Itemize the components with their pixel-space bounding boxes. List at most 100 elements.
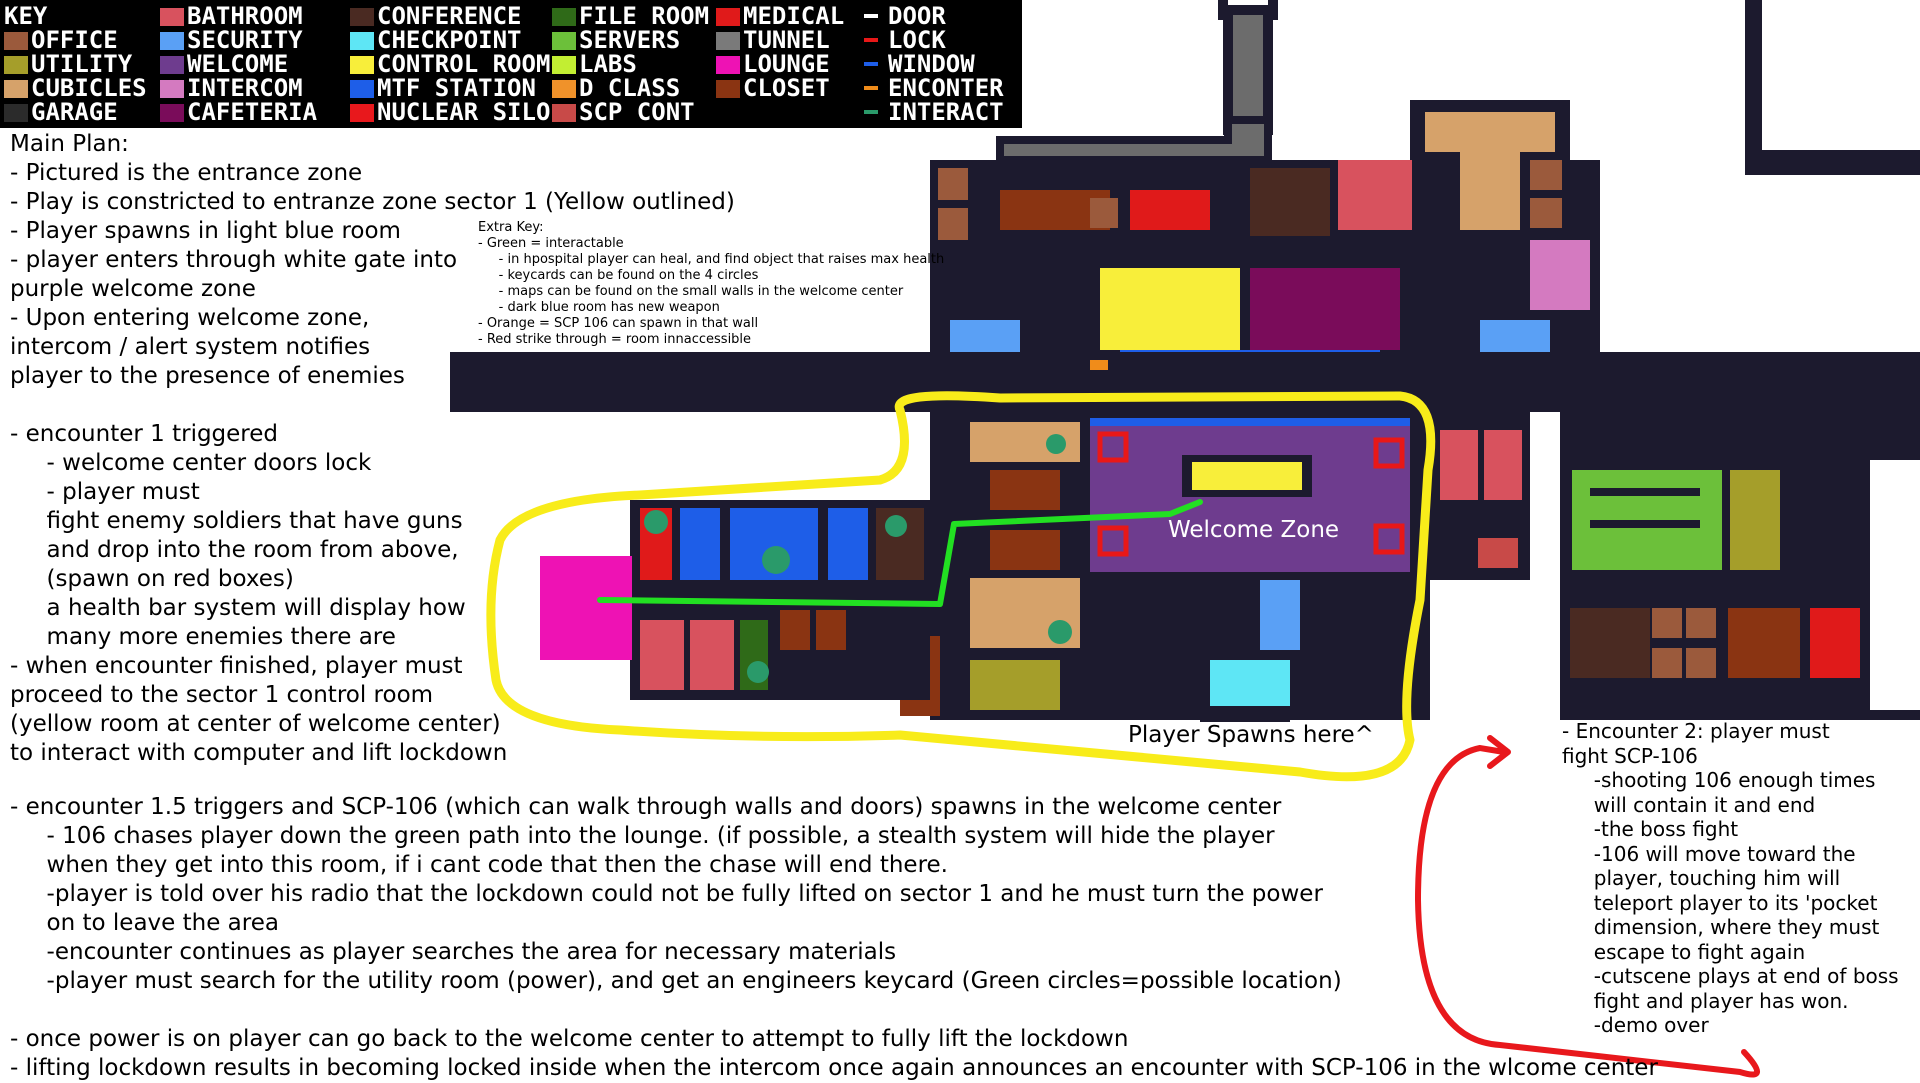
closet-right <box>1728 608 1800 678</box>
key-entry: INTERCOM <box>160 76 303 100</box>
key-swatch <box>350 56 374 74</box>
key-label: MEDICAL <box>743 2 845 30</box>
text-line: and drop into the room from above, <box>10 537 459 563</box>
key-entry: MTF STATION <box>350 76 536 100</box>
key-swatch <box>864 62 878 66</box>
key-swatch <box>716 8 740 26</box>
text-line: purple welcome zone <box>10 276 256 302</box>
main-corridor <box>450 352 1920 412</box>
text-line: fight enemy soldiers that have guns <box>10 508 463 534</box>
text-line: (spawn on red boxes) <box>10 566 294 592</box>
office-small-2 <box>1530 198 1562 228</box>
key-label: INTERACT <box>888 98 1004 126</box>
key-label: WELCOME <box>187 50 289 78</box>
text-line: -demo over <box>1562 1013 1709 1037</box>
text-line: proceed to the sector 1 control room <box>10 682 434 708</box>
intercom-room <box>1530 240 1590 310</box>
enemy-spawn-box-1 <box>1097 431 1129 463</box>
cafeteria-room <box>1250 268 1400 350</box>
key-swatch <box>350 80 374 98</box>
key-swatch <box>716 32 740 50</box>
medical-right <box>1810 608 1860 678</box>
key-entry: MEDICAL <box>716 4 844 28</box>
key-label: LOCK <box>888 26 946 54</box>
top-right-block-inner <box>1762 0 1920 150</box>
text-line: - Pictured is the entrance zone <box>10 160 363 186</box>
text-line: - 106 chases player down the green path … <box>10 823 1275 849</box>
key-swatch <box>864 110 878 114</box>
encounter-arrow-head <box>1487 735 1511 769</box>
key-entry: NUCLEAR SILO <box>350 100 550 124</box>
scp-cont-small <box>1478 538 1518 568</box>
key-swatch <box>350 104 374 122</box>
text-line: - Green = interactable <box>478 236 624 251</box>
text-line: teleport player to its 'pocket <box>1562 890 1878 915</box>
text-line: - in hpospital player can heal, and find… <box>478 252 945 267</box>
key-swatch <box>864 14 878 18</box>
key-entry: FILE ROOM <box>552 4 709 28</box>
key-label: OFFICE <box>31 26 118 54</box>
office-left-1 <box>938 168 968 200</box>
keycard-circle-1 <box>1046 434 1066 454</box>
text-line: - player must <box>10 479 200 505</box>
text-line: fight and player has won. <box>1562 988 1849 1013</box>
key-swatch <box>552 80 576 98</box>
keycard-circle-5 <box>1048 620 1072 644</box>
key-label: CONFERENCE <box>377 2 522 30</box>
key-entry: WINDOW <box>860 52 975 76</box>
text-line: -cutscene plays at end of boss <box>1562 964 1899 988</box>
key-swatch <box>350 32 374 50</box>
text-line: - encounter 1 triggered <box>10 421 279 447</box>
utility-room <box>970 660 1060 710</box>
key-label: SCP CONT <box>579 98 695 126</box>
text-line: when they get into this room, if i cant … <box>10 852 948 878</box>
text-line: Extra Key: <box>478 220 544 235</box>
welcome-window <box>1090 418 1410 426</box>
cubicles-t-stem <box>1460 150 1520 230</box>
key-entry: SERVERS <box>552 28 680 52</box>
sector-1-outline <box>486 391 1436 782</box>
key-entry: UTILITY <box>4 52 132 76</box>
key-entry: WELCOME <box>160 52 288 76</box>
bathroom-right-2 <box>1484 430 1522 500</box>
text-line <box>10 391 735 420</box>
key-label: LABS <box>579 50 637 78</box>
key-swatch <box>4 56 28 74</box>
key-title: KEY <box>4 2 48 30</box>
key-label: CUBICLES <box>31 74 147 102</box>
text-line: - dark blue room has new weapon <box>478 300 720 315</box>
text-line: player, touching him will <box>1562 866 1841 890</box>
office-r3 <box>1652 648 1682 678</box>
security-left <box>950 320 1020 356</box>
security-spawn <box>1260 580 1300 650</box>
text-line: -shooting 106 enough times <box>1562 768 1876 792</box>
key-label: D CLASS <box>579 74 681 102</box>
key-swatch <box>4 32 28 50</box>
bathroom-right-1 <box>1440 430 1478 500</box>
key-swatch <box>864 86 878 90</box>
key-swatch <box>160 104 184 122</box>
key-entry: CONTROL ROOM <box>350 52 550 76</box>
office-tiny <box>1090 198 1118 228</box>
keycard-circle-3 <box>762 546 790 574</box>
key-label: LOUNGE <box>743 50 830 78</box>
text-line: many more enemies there are <box>10 624 396 650</box>
key-label: MTF STATION <box>377 74 536 102</box>
bathroom-left-2 <box>690 620 734 690</box>
key-swatch <box>160 8 184 26</box>
main-plan-text: Main Plan:- Pictured is the entrance zon… <box>10 130 735 768</box>
control-room-top <box>1100 268 1240 350</box>
text-line: - keycards can be found on the 4 circles <box>478 268 759 283</box>
text-line: - Orange = SCP 106 can spawn in that wal… <box>478 316 759 331</box>
conference-top <box>1250 168 1330 236</box>
key-label: CLOSET <box>743 74 830 102</box>
text-line: dimension, where they must <box>1562 915 1880 939</box>
key-entry: SECURITY <box>160 28 303 52</box>
security-right <box>1480 320 1550 356</box>
key-swatch <box>716 80 740 98</box>
closet-lower <box>990 530 1060 570</box>
servers-rack-1 <box>1590 488 1700 496</box>
key-entry: CAFETERIA <box>160 100 317 124</box>
